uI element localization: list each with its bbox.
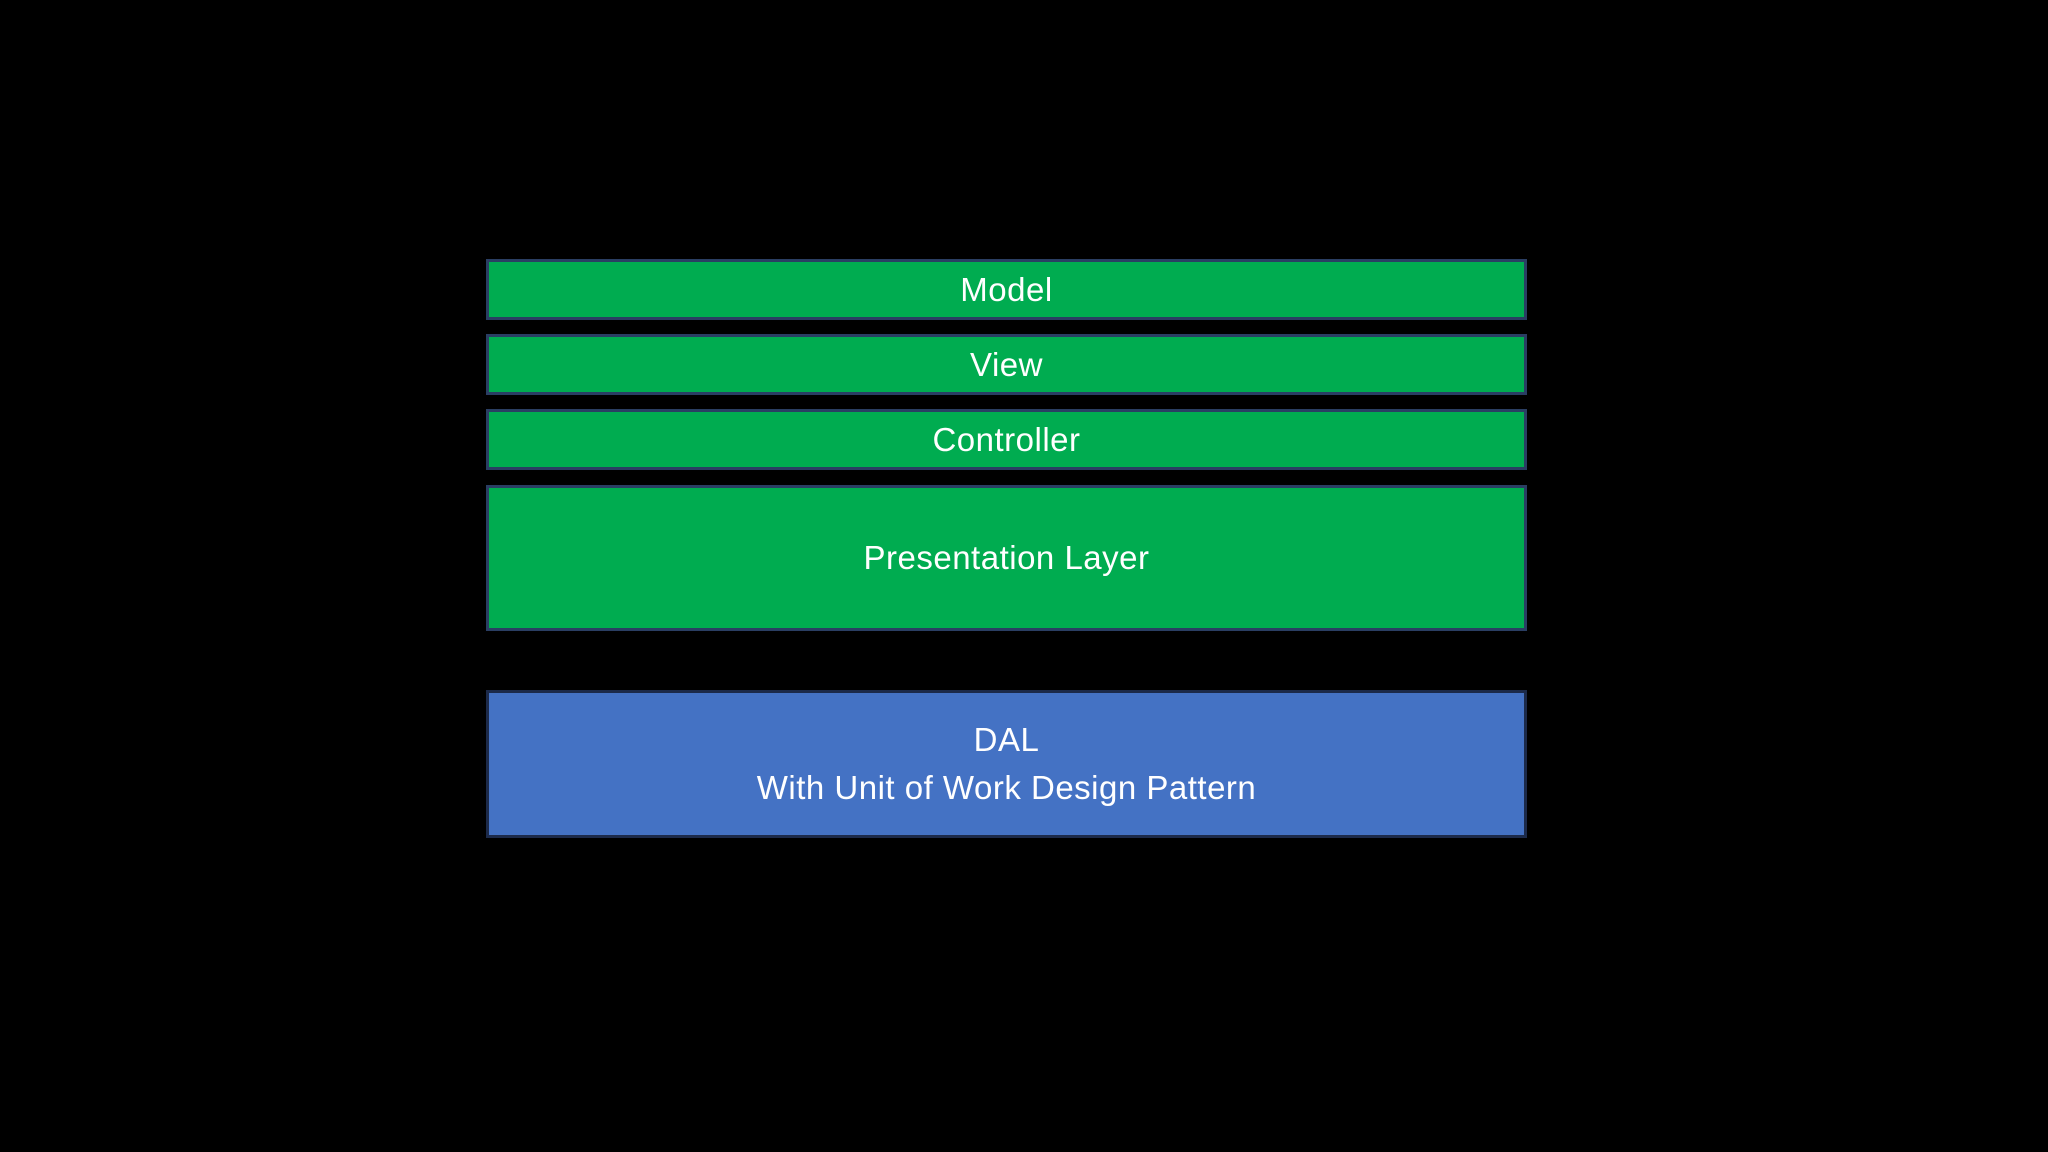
layer-view: View	[486, 334, 1527, 395]
layer-controller: Controller	[486, 409, 1527, 470]
layer-presentation-label: Presentation Layer	[863, 539, 1150, 576]
layer-model-label: Model	[960, 270, 1053, 308]
layer-dal: DAL With Unit of Work Design Pattern	[486, 690, 1527, 838]
layer-controller-label: Controller	[932, 420, 1081, 458]
layer-dal-title: DAL	[973, 721, 1040, 758]
layer-presentation: Presentation Layer	[486, 485, 1527, 631]
layer-view-label: View	[970, 345, 1043, 383]
layer-model: Model	[486, 259, 1527, 320]
layer-dal-subtitle: With Unit of Work Design Pattern	[756, 769, 1257, 806]
